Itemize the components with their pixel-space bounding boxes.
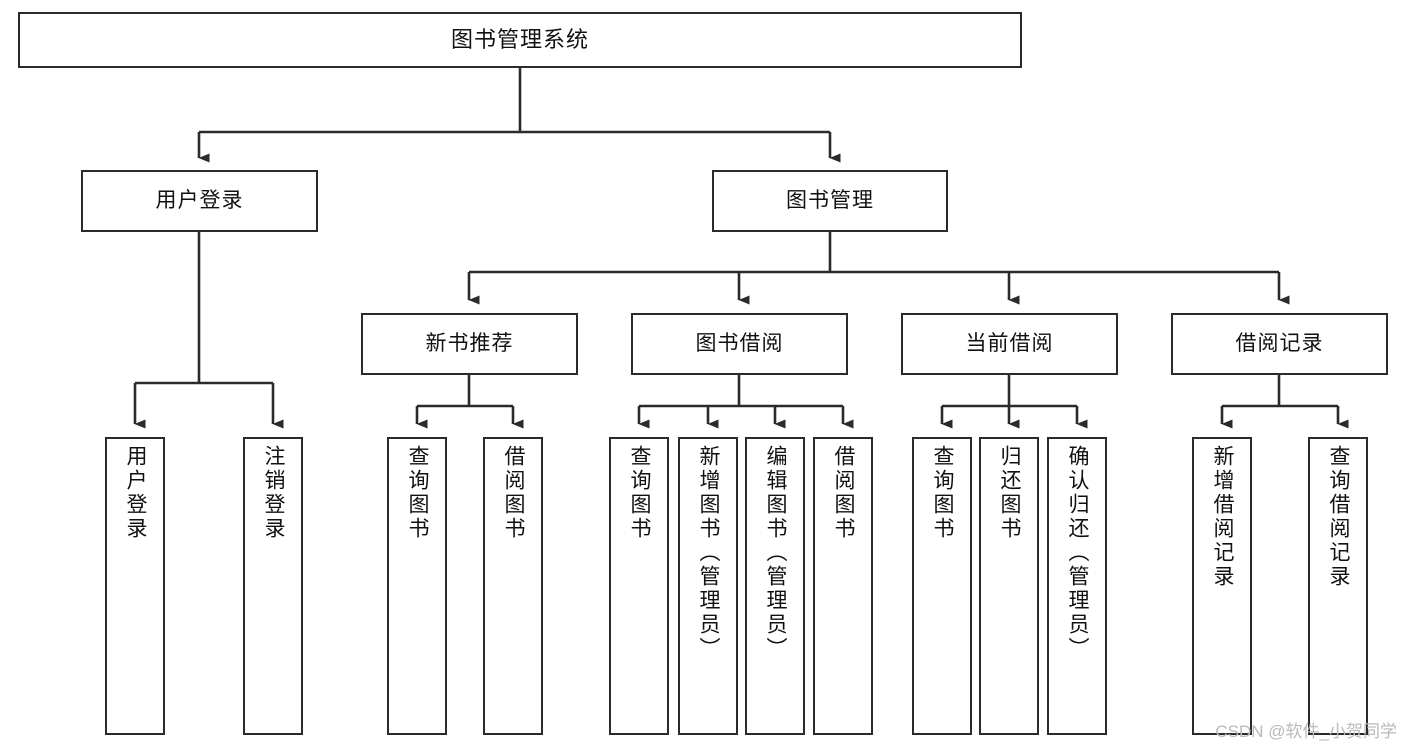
node-label: 新增借阅记录 (1211, 445, 1235, 589)
node-label: 编辑图书（管理员） (764, 445, 788, 661)
node-label: 图书借阅 (695, 332, 784, 356)
node-label: 查询借阅记录 (1327, 445, 1351, 589)
leaf-current-confirm-return-admin[interactable]: 确认归还（管理员） (1047, 437, 1107, 735)
node-label: 用户登录 (155, 189, 244, 213)
leaf-borrow-edit-book-admin[interactable]: 编辑图书（管理员） (745, 437, 805, 735)
node-label: 归还图书 (998, 445, 1022, 541)
leaf-new-book-borrow[interactable]: 借阅图书 (483, 437, 543, 735)
node-label: 借阅图书 (832, 445, 856, 541)
node-label: 新增图书（管理员） (697, 445, 721, 661)
leaf-borrow-borrow-book[interactable]: 借阅图书 (813, 437, 873, 735)
node-current-borrow[interactable]: 当前借阅 (901, 313, 1118, 375)
node-label: 注销登录 (262, 445, 286, 541)
leaf-user-login-signin[interactable]: 用户登录 (105, 437, 165, 735)
node-book-management[interactable]: 图书管理 (712, 170, 948, 232)
leaf-new-book-query[interactable]: 查询图书 (387, 437, 447, 735)
leaf-user-login-signout[interactable]: 注销登录 (243, 437, 303, 735)
leaf-borrow-query-book[interactable]: 查询图书 (609, 437, 669, 735)
node-label: 图书管理系统 (450, 26, 589, 52)
node-label: 借阅图书 (502, 445, 526, 541)
node-new-book-recommend[interactable]: 新书推荐 (361, 313, 578, 375)
leaf-current-query-book[interactable]: 查询图书 (912, 437, 972, 735)
node-book-borrow[interactable]: 图书借阅 (631, 313, 848, 375)
node-label: 新书推荐 (425, 332, 514, 356)
node-borrow-records[interactable]: 借阅记录 (1171, 313, 1388, 375)
node-label: 借阅记录 (1235, 332, 1324, 356)
node-label: 图书管理 (786, 189, 874, 213)
node-label: 查询图书 (406, 445, 430, 541)
node-root-system[interactable]: 图书管理系统 (18, 12, 1022, 68)
leaf-records-add-record[interactable]: 新增借阅记录 (1192, 437, 1252, 735)
node-label: 确认归还（管理员） (1066, 445, 1090, 661)
node-label: 查询图书 (628, 445, 652, 541)
node-user-login[interactable]: 用户登录 (81, 170, 318, 232)
leaf-borrow-add-book-admin[interactable]: 新增图书（管理员） (678, 437, 738, 735)
node-label: 当前借阅 (965, 332, 1054, 356)
csdn-watermark: CSDN @软件_小贺同学 (1215, 722, 1397, 741)
node-label: 查询图书 (931, 445, 955, 541)
leaf-records-query-record[interactable]: 查询借阅记录 (1308, 437, 1368, 735)
node-label: 用户登录 (124, 445, 148, 541)
leaf-current-return-book[interactable]: 归还图书 (979, 437, 1039, 735)
